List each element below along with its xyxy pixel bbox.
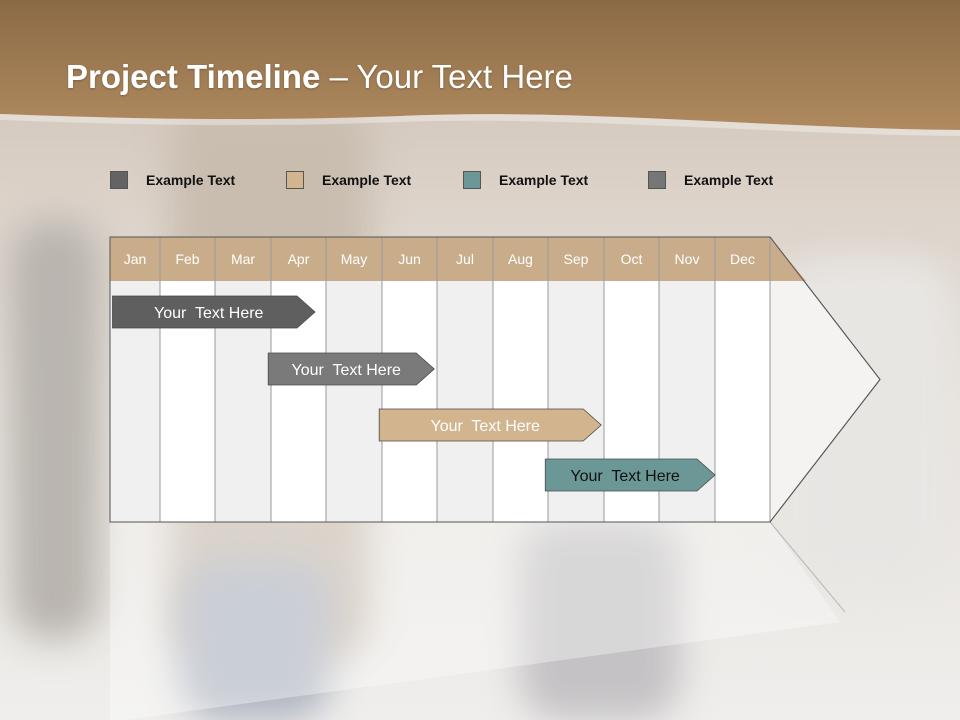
task-arrow-2 bbox=[267, 352, 435, 386]
month-label-aug: Aug bbox=[508, 251, 533, 267]
legend-swatch-4 bbox=[648, 171, 666, 189]
month-label-jul: Jul bbox=[456, 251, 474, 267]
reflection-edge bbox=[769, 521, 846, 613]
task-label-2: Your Text Here bbox=[292, 362, 402, 379]
legend-swatch-2 bbox=[286, 171, 304, 189]
legend-label-3: Example Text bbox=[499, 172, 589, 188]
timeline-reflection bbox=[110, 522, 840, 720]
month-label-jun: Jun bbox=[398, 251, 421, 267]
task-arrow-4 bbox=[544, 458, 716, 492]
title-rest: – Your Text Here bbox=[320, 58, 573, 95]
legend-item-1: Example Text bbox=[110, 170, 235, 190]
background-blur-left bbox=[10, 220, 100, 640]
month-column-jun bbox=[382, 281, 437, 522]
legend-label-1: Example Text bbox=[146, 172, 236, 188]
month-label-dec: Dec bbox=[730, 251, 755, 267]
background-blur-right bbox=[520, 520, 680, 720]
timeline-arrow-outline bbox=[109, 236, 881, 523]
task-label-3: Your Text Here bbox=[430, 418, 540, 435]
legend-item-3: Example Text bbox=[463, 170, 588, 190]
month-column-may bbox=[326, 281, 382, 522]
task-arrow-1 bbox=[112, 295, 316, 329]
page-title: Project Timeline – Your Text Here bbox=[66, 58, 573, 96]
task-label-1: Your Text Here bbox=[154, 305, 264, 322]
legend-swatch-1 bbox=[110, 171, 128, 189]
background-blur-legs bbox=[180, 560, 330, 720]
month-header-row bbox=[110, 237, 770, 281]
title-bold: Project Timeline bbox=[66, 58, 321, 95]
legend-label-4: Example Text bbox=[684, 172, 774, 188]
month-label-apr: Apr bbox=[288, 251, 310, 267]
month-column-jul bbox=[437, 281, 493, 522]
legend-swatch-3 bbox=[463, 171, 481, 189]
month-label-nov: Nov bbox=[675, 251, 700, 267]
legend-label-2: Example Text bbox=[322, 172, 412, 188]
legend-item-2: Example Text bbox=[286, 170, 411, 190]
legend-item-4: Example Text bbox=[648, 170, 773, 190]
task-arrow-3 bbox=[378, 408, 602, 442]
month-column-aug bbox=[493, 281, 548, 522]
header-band bbox=[0, 0, 960, 136]
month-label-feb: Feb bbox=[175, 251, 199, 267]
month-label-may: May bbox=[341, 251, 367, 267]
month-label-jan: Jan bbox=[124, 251, 147, 267]
month-column-dec bbox=[715, 281, 770, 522]
month-label-mar: Mar bbox=[231, 251, 255, 267]
month-label-oct: Oct bbox=[621, 251, 643, 267]
month-label-sep: Sep bbox=[564, 251, 589, 267]
task-label-4: Your Text Here bbox=[570, 468, 680, 485]
